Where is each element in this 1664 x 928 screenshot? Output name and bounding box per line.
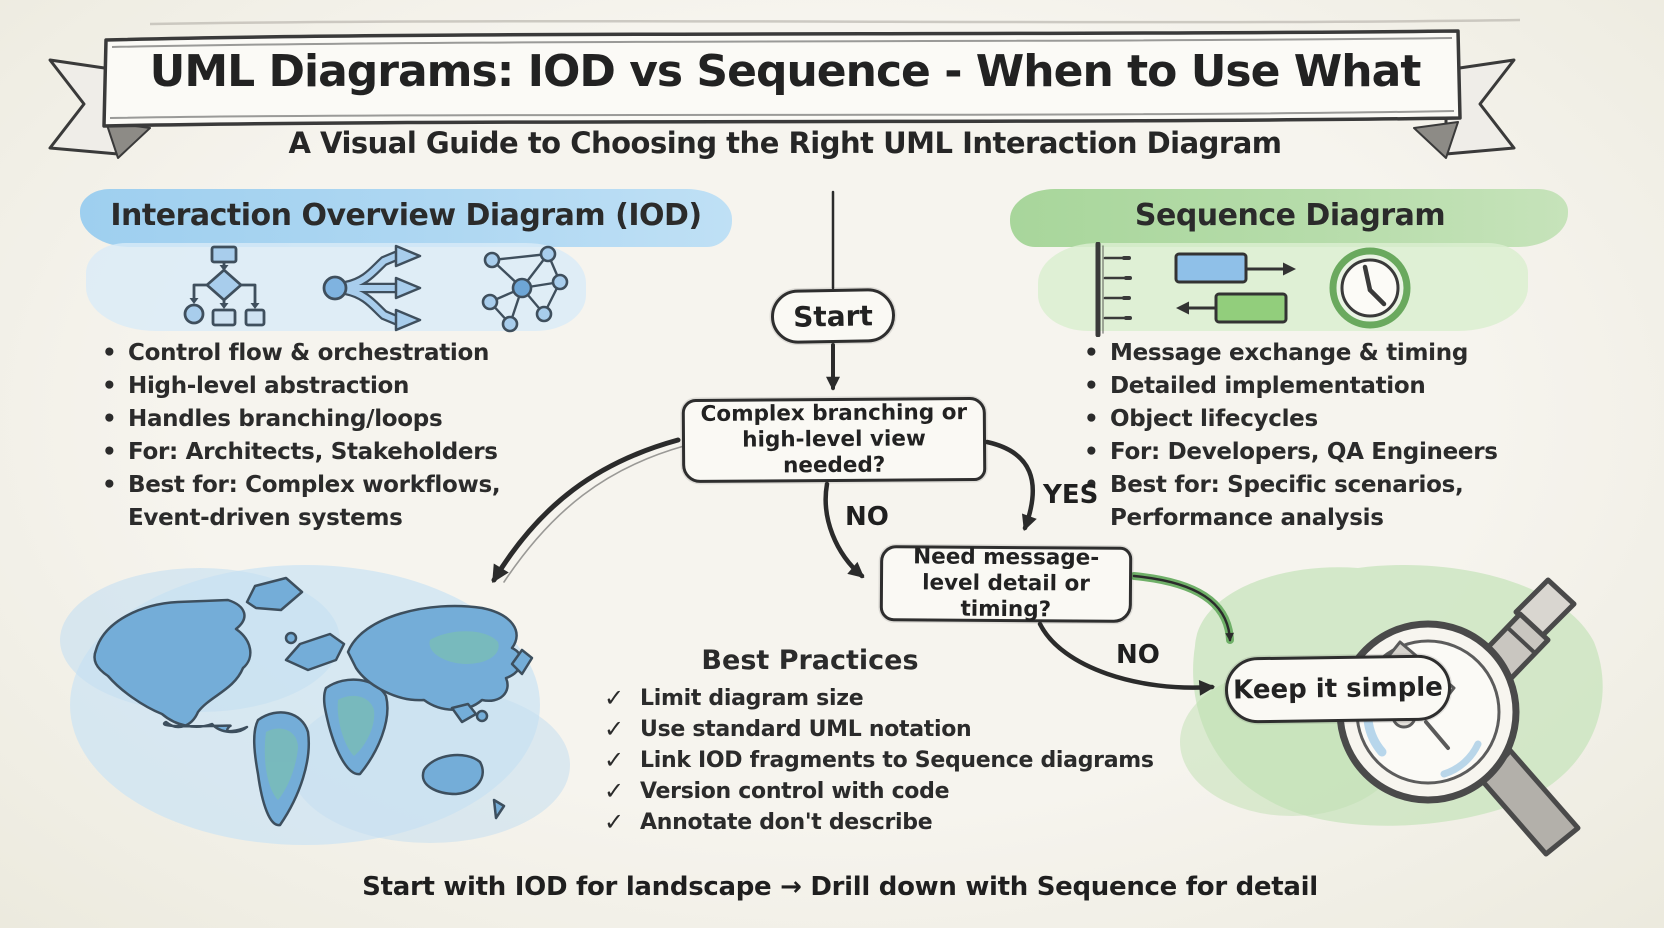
ribbon-sketch-line-bottom	[109, 110, 1455, 119]
clock-icon	[1328, 246, 1413, 331]
flow-label-no-1: NO	[845, 502, 889, 532]
checklist-text: Use standard UML notation	[640, 717, 972, 742]
list-item: • For: Developers, QA Engineers	[1082, 436, 1542, 469]
bullet-text: Best for: Specific scenarios, Performanc…	[1110, 472, 1464, 531]
flowchart-icon	[182, 245, 268, 331]
sequence-section-title: Sequence Diagram	[1134, 198, 1446, 233]
flow-arrows	[491, 190, 1234, 696]
paper-texture-line	[149, 18, 1521, 26]
bullet-text: Detailed implementation	[1110, 373, 1426, 399]
arrow-sketch-echo	[503, 445, 685, 583]
arrow-decision1-to-iod-map	[491, 437, 681, 583]
bullet-dot: •	[102, 472, 117, 498]
list-item: • Detailed implementation	[1082, 370, 1542, 403]
fork-arrows-icon	[322, 242, 427, 334]
iod-bullet-list: • Control flow & orchestration • High-leve…	[100, 337, 540, 535]
flow-label-no-2: NO	[1116, 640, 1160, 670]
bullet-text: Object lifecycles	[1110, 406, 1318, 432]
bullet-text: Control flow & orchestration	[128, 340, 490, 366]
arrow-yes-to-decision2	[984, 439, 1037, 531]
ribbon-right-fold-shadow	[1413, 121, 1459, 159]
sequence-bullet-list: • Message exchange & timing • Detailed imp…	[1082, 337, 1542, 535]
arrow-decision2-to-sequence-core	[1132, 574, 1234, 642]
title-ribbon	[48, 29, 1516, 159]
checklist-text: Limit diagram size	[640, 686, 864, 711]
network-graph-icon	[470, 240, 570, 335]
list-item: • Message exchange & timing	[1082, 337, 1542, 370]
check-icon: ✓	[604, 808, 624, 836]
checklist-item: ✓ Annotate don't describe	[600, 807, 1200, 838]
list-item: • High-level abstraction	[100, 370, 540, 403]
banner-subtitle: A Visual Guide to Choosing the Right UML…	[288, 126, 1282, 160]
bullet-text: Message exchange & timing	[1110, 340, 1468, 366]
checklist-item: ✓ Version control with code	[600, 776, 1200, 807]
footer-takeaway: Start with IOD for landscape → Drill dow…	[362, 872, 1318, 902]
ribbon-band	[102, 29, 1462, 128]
flow-decision-branching: Complex branching or high-level view nee…	[681, 396, 987, 484]
flow-keep-it-simple-node: Keep it simple	[1224, 654, 1452, 724]
bullet-dot: •	[1084, 472, 1099, 498]
bullet-dot: •	[1084, 439, 1099, 465]
list-item: • Handles branching/loops	[100, 403, 540, 436]
bullet-text: For: Developers, QA Engineers	[1110, 439, 1498, 465]
check-icon: ✓	[604, 746, 624, 774]
iod-section-title: Interaction Overview Diagram (IOD)	[110, 198, 702, 233]
iod-header-highlight	[80, 189, 732, 247]
list-item: • Best for: Specific scenarios, Performan…	[1082, 469, 1542, 535]
ribbon-sketch-line-top	[111, 37, 1453, 48]
bullet-dot: •	[102, 406, 117, 432]
flow-decision-message-detail: Need message-level detail or timing?	[879, 544, 1133, 623]
check-icon: ✓	[604, 684, 624, 712]
world-map-illustration	[60, 565, 570, 845]
banner-title: UML Diagrams: IOD vs Sequence - When to …	[149, 46, 1422, 97]
checklist-text: Version control with code	[640, 779, 950, 804]
bullet-text: Handles branching/loops	[128, 406, 443, 432]
list-item: • Object lifecycles	[1082, 403, 1542, 436]
sequence-header-highlight	[1010, 189, 1568, 247]
best-practices-title: Best Practices	[701, 645, 919, 676]
check-icon: ✓	[604, 715, 624, 743]
best-practices-list: ✓ Limit diagram size ✓ Use standard UML no…	[600, 683, 1200, 838]
bullet-dot: •	[102, 439, 117, 465]
bullet-text: Best for: Complex workflows, Event-drive…	[128, 472, 501, 531]
list-item: • For: Architects, Stakeholders	[100, 436, 540, 469]
flow-label-yes: YES	[1043, 480, 1099, 510]
list-item: • Best for: Complex workflows, Event-driv…	[100, 469, 540, 535]
list-item: • Control flow & orchestration	[100, 337, 540, 370]
checklist-item: ✓ Link IOD fragments to Sequence diagrams	[600, 745, 1200, 776]
lifeline-icon	[1088, 241, 1132, 338]
bullet-dot: •	[102, 373, 117, 399]
bullet-dot: •	[1084, 373, 1099, 399]
bullet-text: High-level abstraction	[128, 373, 410, 399]
bullet-dot: •	[1084, 406, 1099, 432]
message-exchange-icon	[1168, 248, 1318, 333]
checklist-text: Annotate don't describe	[640, 810, 933, 835]
arrow-no-to-decision2	[823, 481, 865, 579]
bullet-text: For: Architects, Stakeholders	[128, 439, 498, 465]
bullet-dot: •	[1084, 340, 1099, 366]
checklist-item: ✓ Limit diagram size	[600, 683, 1200, 714]
arrow-no-to-keep-simple	[1037, 621, 1216, 696]
check-icon: ✓	[604, 777, 624, 805]
checklist-text: Link IOD fragments to Sequence diagrams	[640, 748, 1154, 773]
checklist-item: ✓ Use standard UML notation	[600, 714, 1200, 745]
bullet-dot: •	[102, 340, 117, 366]
flow-start-node: Start	[770, 287, 896, 345]
